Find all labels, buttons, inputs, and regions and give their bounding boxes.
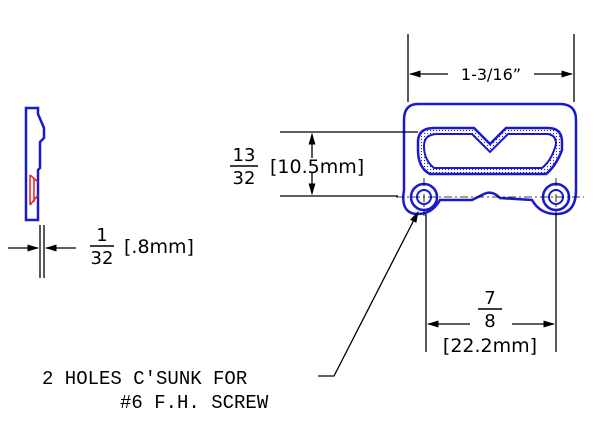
- height-dimension: 13 32 [10.5mm]: [230, 131, 418, 197]
- spacing-mm: [22.2mm]: [443, 335, 537, 357]
- side-view-profile: [24, 106, 46, 222]
- spacing-fraction-numerator: 7: [484, 288, 495, 309]
- side-view-hidden-lines: [29, 174, 39, 206]
- thickness-fraction-denominator: 32: [91, 248, 114, 269]
- hole-center-lines: [396, 178, 584, 216]
- thickness-dimension: 1 32 [.8mm]: [8, 225, 194, 278]
- height-fraction-denominator: 32: [233, 168, 256, 189]
- thickness-fraction-numerator: 1: [96, 225, 107, 246]
- height-mm: [10.5mm]: [270, 156, 364, 178]
- channel-inner-edge: [422, 133, 558, 169]
- callout-line-1: 2 HOLES C'SUNK FOR: [42, 368, 247, 390]
- front-view: [396, 102, 584, 216]
- side-view: [24, 106, 46, 222]
- width-label: 1-3/16”: [461, 65, 521, 84]
- width-dimension: 1-3/16”: [407, 34, 575, 102]
- callout-line-2: #6 F.H. SCREW: [120, 392, 269, 414]
- spacing-fraction-denominator: 8: [484, 311, 495, 332]
- hole-spacing-dimension: 7 8 [22.2mm]: [425, 214, 557, 357]
- hole-callout-leader: [318, 210, 419, 377]
- height-fraction-numerator: 13: [233, 145, 256, 166]
- thickness-mm: [.8mm]: [124, 236, 194, 258]
